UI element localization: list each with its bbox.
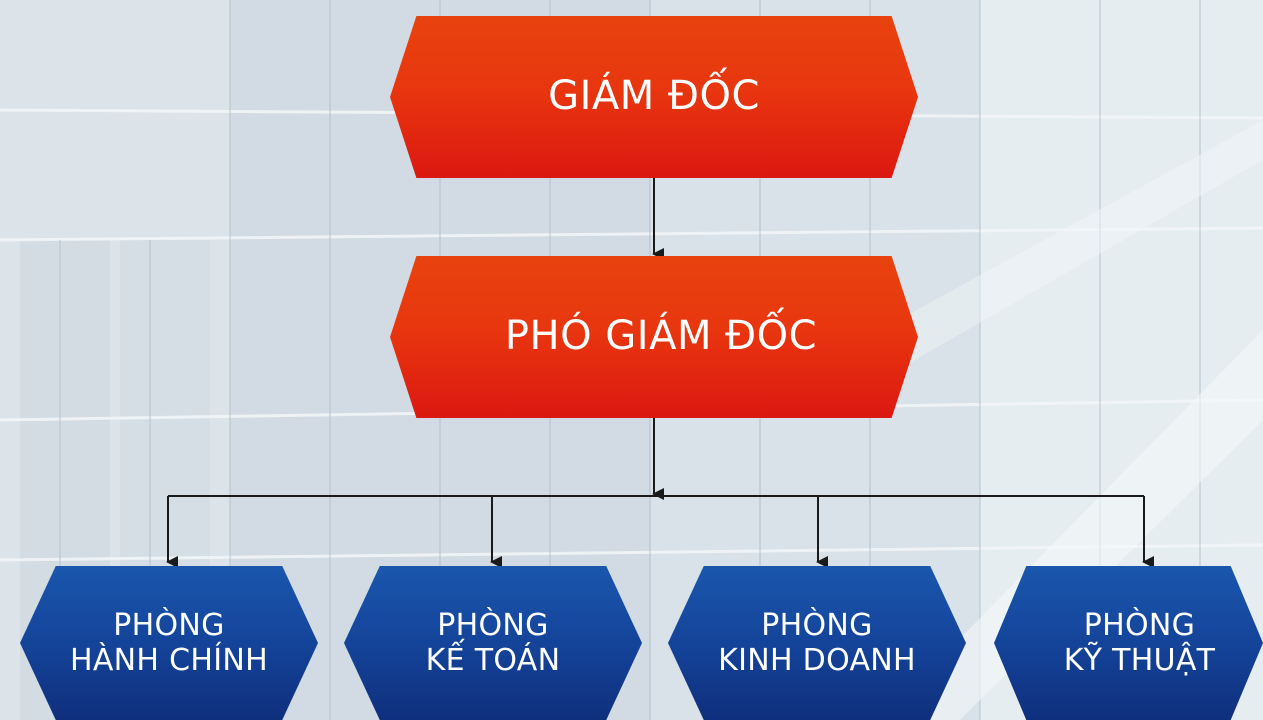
department-kinh-doanh-line1: PHÒNG (761, 607, 873, 643)
department-ky-thuat-line1: PHÒNG (1083, 607, 1196, 643)
department-hanh-chinh-line1: PHÒNG (113, 607, 225, 643)
department-hanh-chinh-box: PHÒNG HÀNH CHÍNH (20, 566, 318, 720)
department-ke-toan-box: PHÒNG KẾ TOÁN (344, 566, 642, 720)
department-kinh-doanh-line2: KINH DOANH (718, 643, 916, 678)
department-ky-thuat-box: PHÒNG KỸ THUẬT (994, 566, 1263, 720)
department-ke-toan-line2: KẾ TOÁN (425, 643, 561, 678)
department-kinh-doanh-box: PHÒNG KINH DOANH (668, 566, 966, 720)
director-label: GIÁM ĐỐC (548, 73, 760, 120)
deputy-director-box: PHÓ GIÁM ĐỐC (390, 256, 918, 418)
director-box: GIÁM ĐỐC (390, 16, 918, 178)
deputy-director-label: PHÓ GIÁM ĐỐC (504, 313, 818, 360)
department-ke-toan-line1: PHÒNG (437, 607, 549, 643)
department-ky-thuat-line2: KỸ THUẬT (1063, 643, 1216, 678)
department-hanh-chinh-line2: HÀNH CHÍNH (70, 643, 268, 678)
